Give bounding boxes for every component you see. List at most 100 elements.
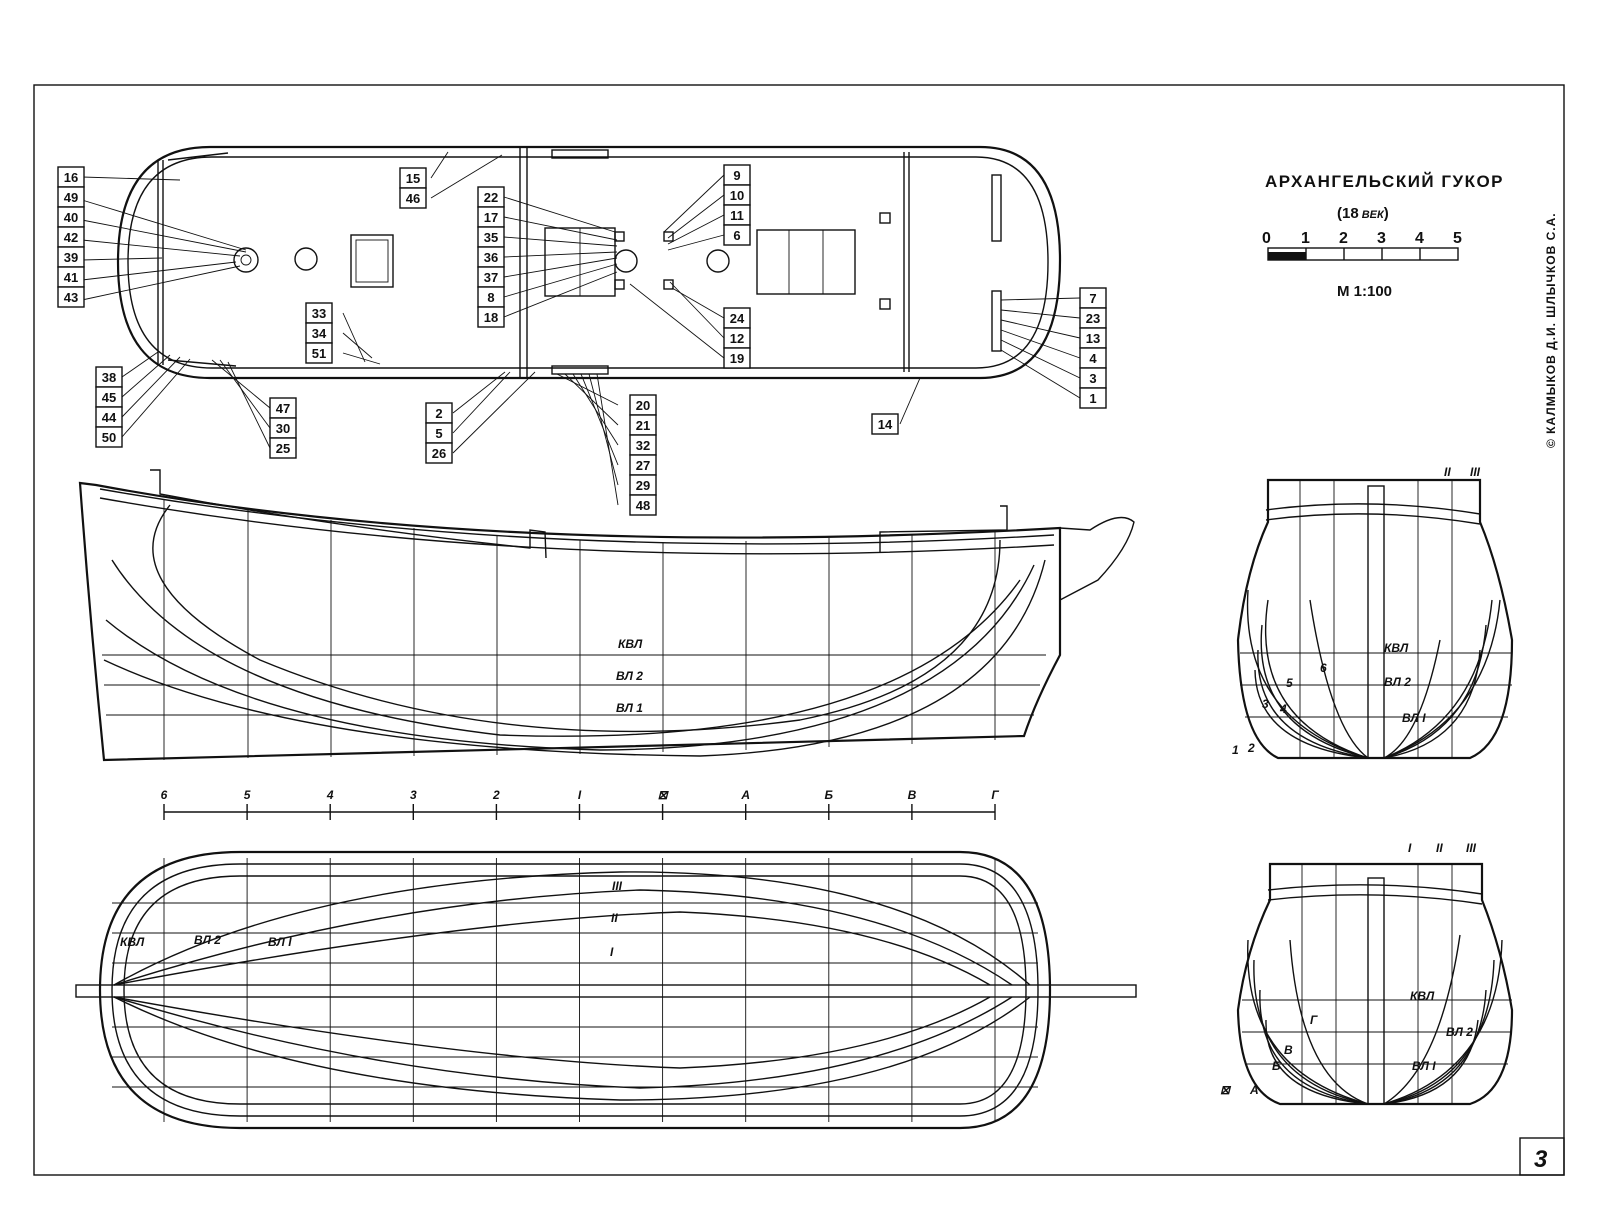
callout-box: 26 <box>425 442 453 464</box>
callout-box: 41 <box>57 266 85 288</box>
station-label: 1 <box>1232 743 1239 757</box>
callout-box: 15 <box>399 167 427 189</box>
drawing-title: АРХАНГЕЛЬСКИЙ ГУКОР <box>1265 172 1504 191</box>
waterline-label: ВЛ 1 <box>616 701 643 715</box>
buttock-label: II <box>611 911 618 925</box>
callout-box: 44 <box>95 406 123 428</box>
station-label: А <box>1249 1083 1259 1097</box>
waterline-label: ВЛ 2 <box>1384 675 1411 689</box>
callout-number: 13 <box>1086 331 1100 346</box>
callout-box: 4 <box>1079 347 1107 369</box>
waterline-label: ВЛ I <box>1402 711 1426 725</box>
callout-box: 10 <box>723 184 751 206</box>
station-label: ⊠ <box>658 788 670 802</box>
station-label: ⊠ <box>1220 1083 1232 1097</box>
station-label: В <box>908 788 917 802</box>
callout-box: 22 <box>477 186 505 208</box>
callout-number: 40 <box>64 210 78 225</box>
scale-tick-label: 2 <box>1339 230 1348 247</box>
callout-number: 49 <box>64 190 78 205</box>
callout-box: 2 <box>425 402 453 424</box>
callout-box: 29 <box>629 474 657 496</box>
station-label: 3 <box>410 788 417 802</box>
waterline-label: ВЛ I <box>268 935 292 949</box>
callout-box: 14 <box>871 413 899 435</box>
station-label: Г <box>991 788 999 802</box>
callout-box: 51 <box>305 342 333 364</box>
callout-number: 8 <box>487 290 494 305</box>
callout-number: 21 <box>636 418 650 433</box>
callout-number: 44 <box>102 410 117 425</box>
callout-number: 12 <box>730 331 744 346</box>
callout-number: 6 <box>733 228 740 243</box>
buttock-label: III <box>612 879 623 893</box>
callout-number: 23 <box>1086 311 1100 326</box>
callout-number: 4 <box>1089 351 1097 366</box>
callout-box: 21 <box>629 414 657 436</box>
callout-number: 36 <box>484 250 498 265</box>
station-label: 4 <box>1279 702 1287 716</box>
callout-number: 11 <box>730 208 744 223</box>
callout-box: 35 <box>477 226 505 248</box>
callout-number: 26 <box>432 446 446 461</box>
callout-number: 50 <box>102 430 116 445</box>
station-label: I <box>578 788 582 802</box>
scale-ratio: М 1:100 <box>1337 283 1392 300</box>
callout-box: 27 <box>629 454 657 476</box>
page-number: 3 <box>1534 1146 1548 1173</box>
page-number-box: 3 <box>1519 1137 1565 1176</box>
callout-box: 17 <box>477 206 505 228</box>
deck-plan <box>116 145 1062 380</box>
callout-box: 30 <box>269 417 297 439</box>
callout-box: 48 <box>629 494 657 516</box>
callout-number: 1 <box>1089 391 1096 406</box>
callout-number: 37 <box>484 270 498 285</box>
callout-box: 5 <box>425 422 453 444</box>
callout-box: 16 <box>57 166 85 188</box>
callout-number: 5 <box>435 426 442 441</box>
scale-tick-label: 0 <box>1262 230 1271 247</box>
callout-box: 49 <box>57 186 85 208</box>
body-top-label: II <box>1436 841 1443 855</box>
callout-box: 24 <box>723 307 751 329</box>
callout-number: 17 <box>484 210 498 225</box>
callout-box: 6 <box>723 224 751 246</box>
deck-leaders <box>81 151 1081 506</box>
half-breadth-plan: КВЛ ВЛ 2 ВЛ I III II I <box>75 850 1137 1130</box>
callout-box: 25 <box>269 437 297 459</box>
callout-number: 25 <box>276 441 290 456</box>
body-top-label: I <box>1408 841 1412 855</box>
callout-number: 20 <box>636 398 650 413</box>
callout-box: 33 <box>305 302 333 324</box>
callout-number: 47 <box>276 401 290 416</box>
waterline-label: ВЛ 2 <box>194 933 221 947</box>
callout-number: 24 <box>730 311 745 326</box>
callout-number: 41 <box>64 270 78 285</box>
station-label: 5 <box>244 788 251 802</box>
station-label: Б <box>825 788 834 802</box>
waterline-label: КВЛ <box>120 935 145 949</box>
callout-box: 43 <box>57 286 85 308</box>
callout-box: 3 <box>1079 367 1107 389</box>
callout-number: 2 <box>435 406 442 421</box>
callout-number: 22 <box>484 190 498 205</box>
waterline-label: КВЛ <box>618 637 643 651</box>
body-top-label: II <box>1444 465 1451 479</box>
callout-box: 19 <box>723 347 751 369</box>
station-label: 3 <box>1262 697 1269 711</box>
station-label: 2 <box>492 788 500 802</box>
callout-number: 7 <box>1089 291 1096 306</box>
sheet-frame <box>33 84 1565 1176</box>
callout-number: 18 <box>484 310 498 325</box>
scale-tick-label: 3 <box>1377 230 1386 247</box>
callout-box: 38 <box>95 366 123 388</box>
callout-box: 42 <box>57 226 85 248</box>
callout-box: 46 <box>399 187 427 209</box>
callout-box: 36 <box>477 246 505 268</box>
callout-number: 3 <box>1089 371 1096 386</box>
callout-number: 46 <box>406 191 420 206</box>
